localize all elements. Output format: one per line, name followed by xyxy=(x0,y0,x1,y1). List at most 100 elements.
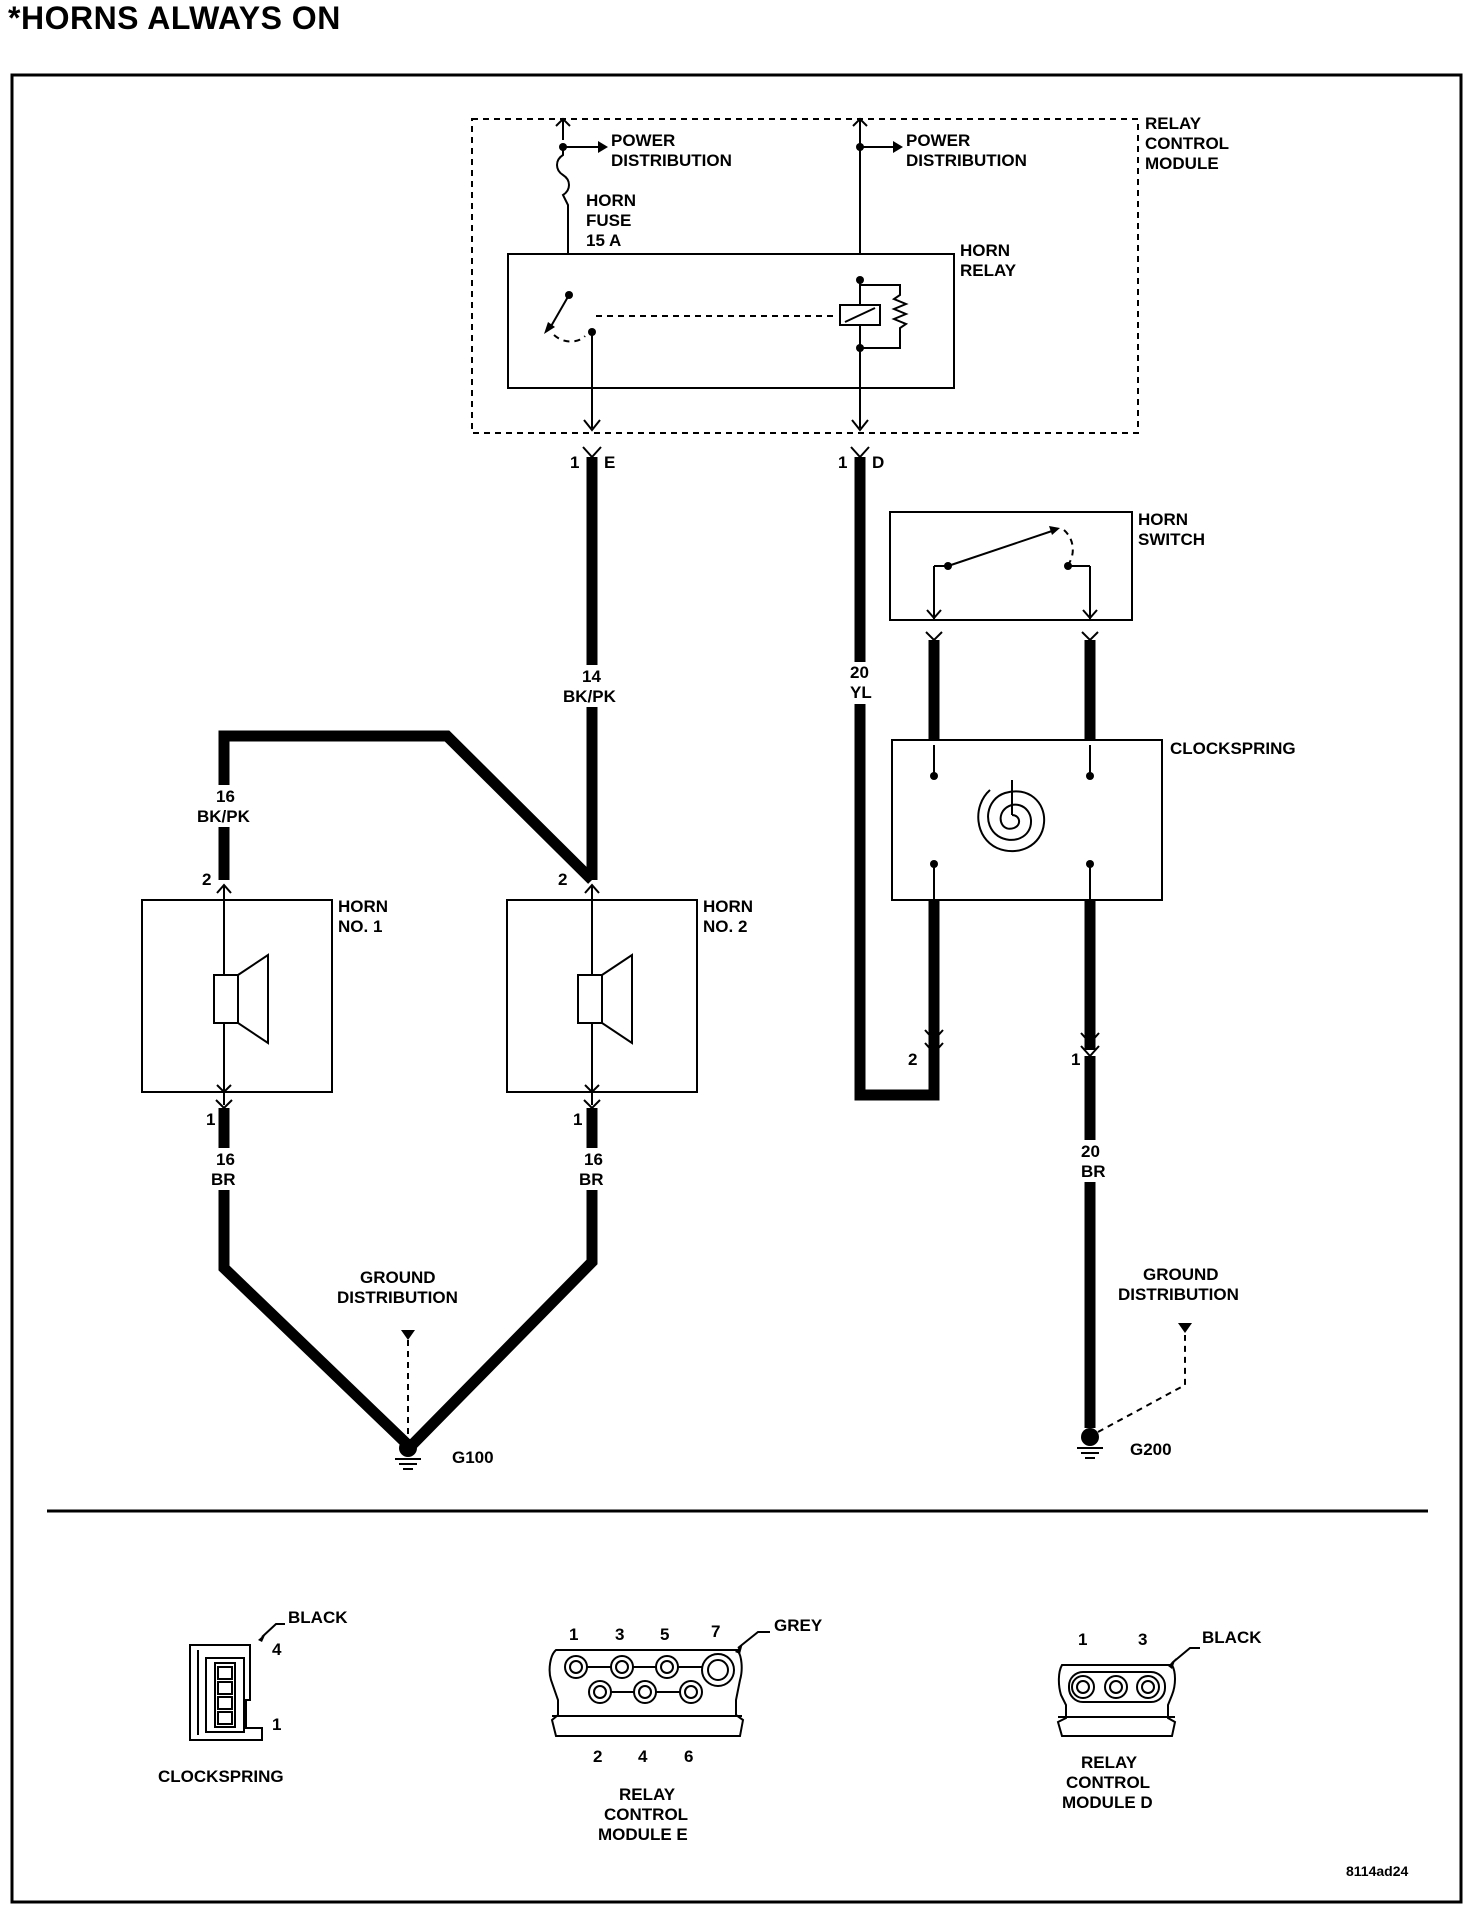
svg-text:1: 1 xyxy=(272,1715,281,1734)
svg-text:DISTRIBUTION: DISTRIBUTION xyxy=(337,1288,458,1307)
horn-fuse: HORN FUSE 15 A xyxy=(556,147,636,295)
power-distribution-left: POWER DISTRIBUTION xyxy=(555,117,732,170)
svg-text:4: 4 xyxy=(272,1640,282,1659)
horn-relay-contacts xyxy=(544,276,909,428)
svg-text:1: 1 xyxy=(570,453,579,472)
svg-text:BK/PK: BK/PK xyxy=(563,687,617,706)
svg-text:RELAY: RELAY xyxy=(619,1785,676,1804)
svg-text:G200: G200 xyxy=(1130,1440,1172,1459)
rcm-e-connector-icon xyxy=(548,1631,770,1737)
wire-label-16-bkpk: 16 BK/PK xyxy=(197,785,251,827)
svg-text:SWITCH: SWITCH xyxy=(1138,530,1205,549)
svg-text:BR: BR xyxy=(579,1170,604,1189)
svg-text:16: 16 xyxy=(216,787,235,806)
svg-text:1: 1 xyxy=(1078,1630,1087,1649)
svg-text:3: 3 xyxy=(615,1625,624,1644)
svg-text:DISTRIBUTION: DISTRIBUTION xyxy=(1118,1285,1239,1304)
page-title: *HORNS ALWAYS ON xyxy=(8,0,341,36)
clockspring-spiral-icon xyxy=(977,780,1046,853)
svg-text:CONTROL: CONTROL xyxy=(1145,134,1229,153)
svg-text:1: 1 xyxy=(206,1110,215,1129)
svg-text:1: 1 xyxy=(573,1110,582,1129)
svg-text:HORN: HORN xyxy=(1138,510,1188,529)
svg-text:BR: BR xyxy=(211,1170,236,1189)
clockspring-connector-icon xyxy=(189,1623,285,1741)
svg-text:HORN: HORN xyxy=(338,897,388,916)
svg-text:DISTRIBUTION: DISTRIBUTION xyxy=(611,151,732,170)
clockspring-connector-labels: BLACK 4 1 CLOCKSPRING xyxy=(158,1608,348,1786)
svg-text:DISTRIBUTION: DISTRIBUTION xyxy=(906,151,1027,170)
svg-text:MODULE: MODULE xyxy=(1145,154,1219,173)
horn-switch-label: HORN SWITCH xyxy=(1138,510,1205,549)
horn-relay-label: HORN RELAY xyxy=(960,241,1017,280)
svg-text:YL: YL xyxy=(850,683,872,702)
svg-text:1: 1 xyxy=(1071,1050,1080,1069)
power-distribution-right: POWER DISTRIBUTION xyxy=(852,117,1027,280)
rcm-e-connector-labels: 1 3 5 7 2 4 6 GREY RELAY CONTROL MODULE … xyxy=(569,1616,823,1844)
svg-text:POWER: POWER xyxy=(906,131,970,150)
svg-text:HORN: HORN xyxy=(703,897,753,916)
svg-text:2: 2 xyxy=(202,870,211,889)
svg-text:BLACK: BLACK xyxy=(1202,1628,1262,1647)
wire-label-14-bkpk: 14 BK/PK xyxy=(563,665,617,707)
svg-text:RELAY: RELAY xyxy=(1145,114,1202,133)
svg-text:2: 2 xyxy=(908,1050,917,1069)
svg-text:BK/PK: BK/PK xyxy=(197,807,251,826)
ground-distribution-left-label: GROUND DISTRIBUTION G100 xyxy=(337,1268,494,1467)
figure-id: 8114ad24 xyxy=(1346,1863,1408,1879)
svg-text:2: 2 xyxy=(593,1747,602,1766)
svg-text:HORN: HORN xyxy=(586,191,636,210)
svg-text:HORN: HORN xyxy=(960,241,1010,260)
wire-label-20-br: 20 BR xyxy=(1070,1140,1110,1182)
svg-text:GREY: GREY xyxy=(774,1616,823,1635)
svg-text:7: 7 xyxy=(711,1622,720,1641)
svg-text:RELAY: RELAY xyxy=(960,261,1017,280)
horn-1-label: HORN NO. 1 xyxy=(338,897,388,936)
svg-text:G100: G100 xyxy=(452,1448,494,1467)
svg-text:NO. 2: NO. 2 xyxy=(703,917,747,936)
svg-text:POWER: POWER xyxy=(611,131,675,150)
relay-control-module-boundary xyxy=(471,118,1139,434)
horn-1-speaker-icon: 2 1 xyxy=(202,870,269,1129)
svg-text:MODULE D: MODULE D xyxy=(1062,1793,1153,1812)
svg-text:16: 16 xyxy=(584,1150,603,1169)
wire-16-br-right xyxy=(408,1108,598,1449)
horn-switch-box xyxy=(889,511,1133,621)
diagram-frame xyxy=(10,73,1463,1904)
svg-text:FUSE: FUSE xyxy=(586,211,631,230)
svg-text:RELAY: RELAY xyxy=(1081,1753,1138,1772)
horn-2-label: HORN NO. 2 xyxy=(703,897,753,936)
svg-text:14: 14 xyxy=(582,667,601,686)
ground-distribution-right-label: GROUND DISTRIBUTION G200 xyxy=(1118,1265,1239,1459)
horn-2-speaker-icon: 2 1 xyxy=(558,870,633,1129)
svg-text:16: 16 xyxy=(216,1150,235,1169)
svg-text:CONTROL: CONTROL xyxy=(604,1805,688,1824)
svg-text:20: 20 xyxy=(850,663,869,682)
clockspring-box xyxy=(891,739,1163,901)
ground-g100-icon xyxy=(395,1330,421,1470)
wire-label-16-br-right: 16 BR xyxy=(573,1148,611,1190)
svg-text:5: 5 xyxy=(660,1625,669,1644)
svg-text:4: 4 xyxy=(638,1747,648,1766)
rcm-d-pin: 1 D xyxy=(838,419,884,472)
clockspring-label: CLOCKSPRING xyxy=(1170,739,1296,758)
clockspring-contacts xyxy=(930,745,1094,900)
rcm-d-connector-labels: 1 3 BLACK RELAY CONTROL MODULE D xyxy=(1062,1628,1262,1812)
rcm-d-connector-icon xyxy=(1056,1647,1200,1737)
svg-text:GROUND: GROUND xyxy=(360,1268,436,1287)
wire-label-20-yl: 20 YL xyxy=(842,662,876,704)
svg-text:D: D xyxy=(872,453,884,472)
wire-label-16-br-left: 16 BR xyxy=(205,1148,243,1190)
clockspring-pin-left: 2 xyxy=(908,1029,944,1069)
wire-16-bkpk xyxy=(218,730,596,884)
svg-text:2: 2 xyxy=(558,870,567,889)
svg-text:NO. 1: NO. 1 xyxy=(338,917,382,936)
svg-text:GROUND: GROUND xyxy=(1143,1265,1219,1284)
relay-control-module-label: RELAY CONTROL MODULE xyxy=(1145,114,1229,173)
ground-g200-icon xyxy=(1077,1323,1192,1459)
svg-text:CLOCKSPRING: CLOCKSPRING xyxy=(158,1767,284,1786)
svg-text:20: 20 xyxy=(1081,1142,1100,1161)
svg-text:15 A: 15 A xyxy=(586,231,621,250)
svg-text:1: 1 xyxy=(569,1625,578,1644)
